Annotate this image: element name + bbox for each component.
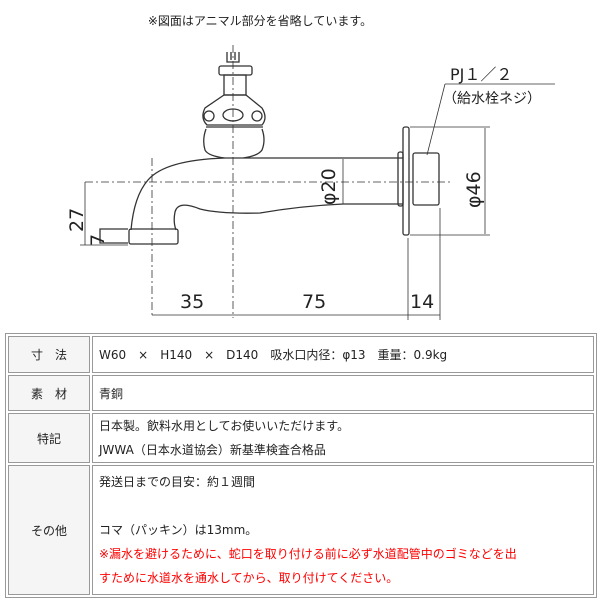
dim-27: 27: [66, 208, 88, 232]
dim-35: 35: [180, 291, 204, 313]
thread-label: PJ１／２: [450, 65, 512, 84]
row-value: 日本製。飲料水用としてお使いいただけます。: [99, 419, 350, 433]
dim-phi46: φ46: [463, 171, 485, 208]
packing-size: コマ（パッキン）は13mm。: [99, 523, 258, 537]
dim-75: 75: [302, 291, 326, 313]
handle: [202, 52, 266, 128]
thread-note: （給水栓ネジ）: [443, 91, 541, 107]
warning-text: すために水道水を通水してから、取り付けてください。: [99, 571, 399, 585]
dim-14: 14: [410, 291, 434, 313]
warning-text: ※漏水を避けるために、蛇口を取り付ける前に必ず水道配管中のゴミなどを出: [99, 547, 517, 561]
row-material: 素 材 青銅: [8, 375, 594, 411]
dim-7: 7: [87, 234, 109, 246]
row-label: 素 材: [8, 375, 90, 411]
row-label: 特記: [8, 413, 90, 463]
row-value: JWWA（日本水道協会）新基準検査合格品: [99, 443, 326, 457]
dim-phi20: φ20: [318, 168, 340, 205]
row-label: 寸 法: [8, 336, 90, 373]
row-notes: 特記 日本製。飲料水用としてお使いいただけます。 JWWA（日本水道協会）新基準検…: [8, 413, 594, 463]
blank-line: [99, 494, 587, 518]
row-label: その他: [8, 465, 90, 595]
row-value: 青銅: [92, 375, 594, 411]
row-size: 寸 法 W60 × H140 × D140 吸水口内径：φ13 重量：0.9kg: [8, 336, 594, 373]
shipping-estimate: 発送日までの目安：約１週間: [99, 475, 256, 489]
faucet-drawing: 35 75 14 27 7 φ20 φ46 PJ１／２ （給水栓ネジ）: [66, 45, 555, 320]
drawing-note: ※図面はアニマル部分を省略しています。: [147, 14, 373, 28]
row-other: その他 発送日までの目安：約１週間 コマ（パッキン）は13mm。 ※漏水を避ける…: [8, 465, 594, 595]
centerlines: [85, 45, 450, 318]
row-value: W60 × H140 × D140 吸水口内径：φ13 重量：0.9kg: [92, 336, 594, 373]
spec-table: 寸 法 W60 × H140 × D140 吸水口内径：φ13 重量：0.9kg…: [5, 333, 597, 598]
faucet-body: [130, 128, 403, 231]
